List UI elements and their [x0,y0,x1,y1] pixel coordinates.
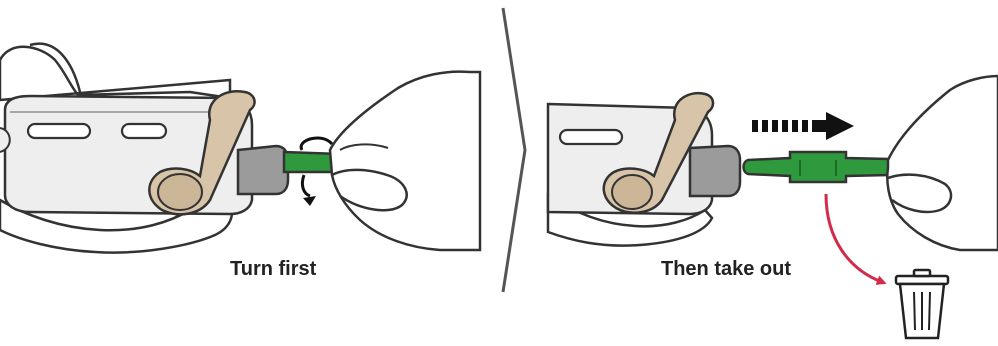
grey-collar [238,146,288,194]
grey-collar-2 [690,146,740,196]
right-hand [330,72,480,250]
step-divider [503,8,525,292]
left-hand [0,47,230,100]
dashed-arrow-right-icon [752,112,854,140]
curved-arrow-down-icon [826,194,882,282]
trash-can-icon [896,270,948,338]
window-slot [560,130,622,144]
step-1-panel: Turn first [0,44,480,280]
step-2-panel: Then take out [548,76,998,338]
right-hand-2 [887,76,998,250]
window-slot [28,124,90,138]
step-2-caption: Then take out [661,258,791,280]
window-slot [122,124,166,138]
step-1-caption: Turn first [230,258,317,280]
